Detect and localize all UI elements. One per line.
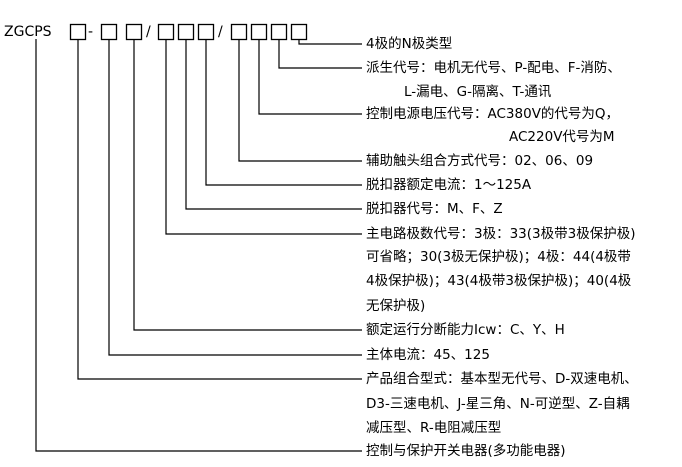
label-release-code: 脱扣器代号：M、F、Z (366, 201, 503, 217)
label-breaking-capacity: 额定运行分断能力Icw：C、Y、H (366, 322, 565, 338)
label-product-combination: 产品组合型式：基本型无代号、D-双速电机、 (366, 371, 638, 387)
leader-line-1 (298, 40, 362, 45)
label-frame-current: 主体电流：45、125 (366, 347, 490, 363)
leader-line-5 (205, 40, 362, 186)
code-box-6 (197, 23, 215, 41)
label-main-poles: 主电路极数代号：3极：33(3极带3极保护极) (366, 226, 636, 242)
code-box-9 (270, 23, 288, 41)
leader-line-3 (258, 40, 362, 115)
code-box-1 (69, 23, 87, 41)
label-device-type: 控制与保护开关电器(多功能电器) (366, 443, 566, 459)
label-4pole-n-type: 4极的N极类型 (366, 36, 453, 52)
leader-line-11 (35, 39, 362, 452)
code-box-4 (157, 23, 175, 41)
leader-line-8 (133, 40, 362, 331)
label-product-combination-cont-1: D3-三速电机、J-星三角、N-可逆型、Z-自耦 (366, 396, 630, 412)
leader-line-10 (77, 40, 362, 380)
leader-line-2 (278, 40, 362, 69)
label-control-voltage: 控制电源电压代号：AC380V的代号为Q， (366, 106, 620, 122)
label-release-current: 脱扣器额定电流：1～125A (366, 177, 532, 193)
label-derived-code: 派生代号：电机无代号、P-配电、F-消防、 (366, 60, 621, 76)
label-aux-contact: 辅助触头组合方式代号：02、06、09 (366, 153, 594, 169)
label-main-poles-cont-1: 可省略；30(3极无保护极)；4极：44(4极带 (366, 249, 631, 265)
leader-line-9 (108, 40, 362, 356)
label-product-combination-cont-2: 减压型、R-电阻减压型 (366, 420, 502, 436)
code-box-10 (290, 23, 308, 41)
label-control-voltage-cont: AC220V代号为M (509, 129, 615, 145)
code-box-3 (125, 23, 143, 41)
code-box-7 (230, 23, 248, 41)
code-box-8 (250, 23, 268, 41)
label-main-poles-cont-2: 4极保护极)；43(4极带3极保护极)；40(4极 (366, 273, 632, 289)
model-prefix: ZGCPS (4, 24, 52, 40)
code-box-2 (100, 23, 118, 41)
leader-line-6 (185, 40, 362, 210)
separator-dash: - (88, 24, 94, 40)
separator-slash-2: / (218, 24, 223, 40)
label-main-poles-cont-3: 无保护极) (366, 298, 426, 314)
label-derived-code-cont: L-漏电、G-隔离、T-通讯 (404, 84, 552, 100)
leader-line-7 (165, 40, 362, 235)
leader-line-4 (238, 40, 362, 162)
separator-slash-1: / (146, 24, 151, 40)
code-box-5 (177, 23, 195, 41)
